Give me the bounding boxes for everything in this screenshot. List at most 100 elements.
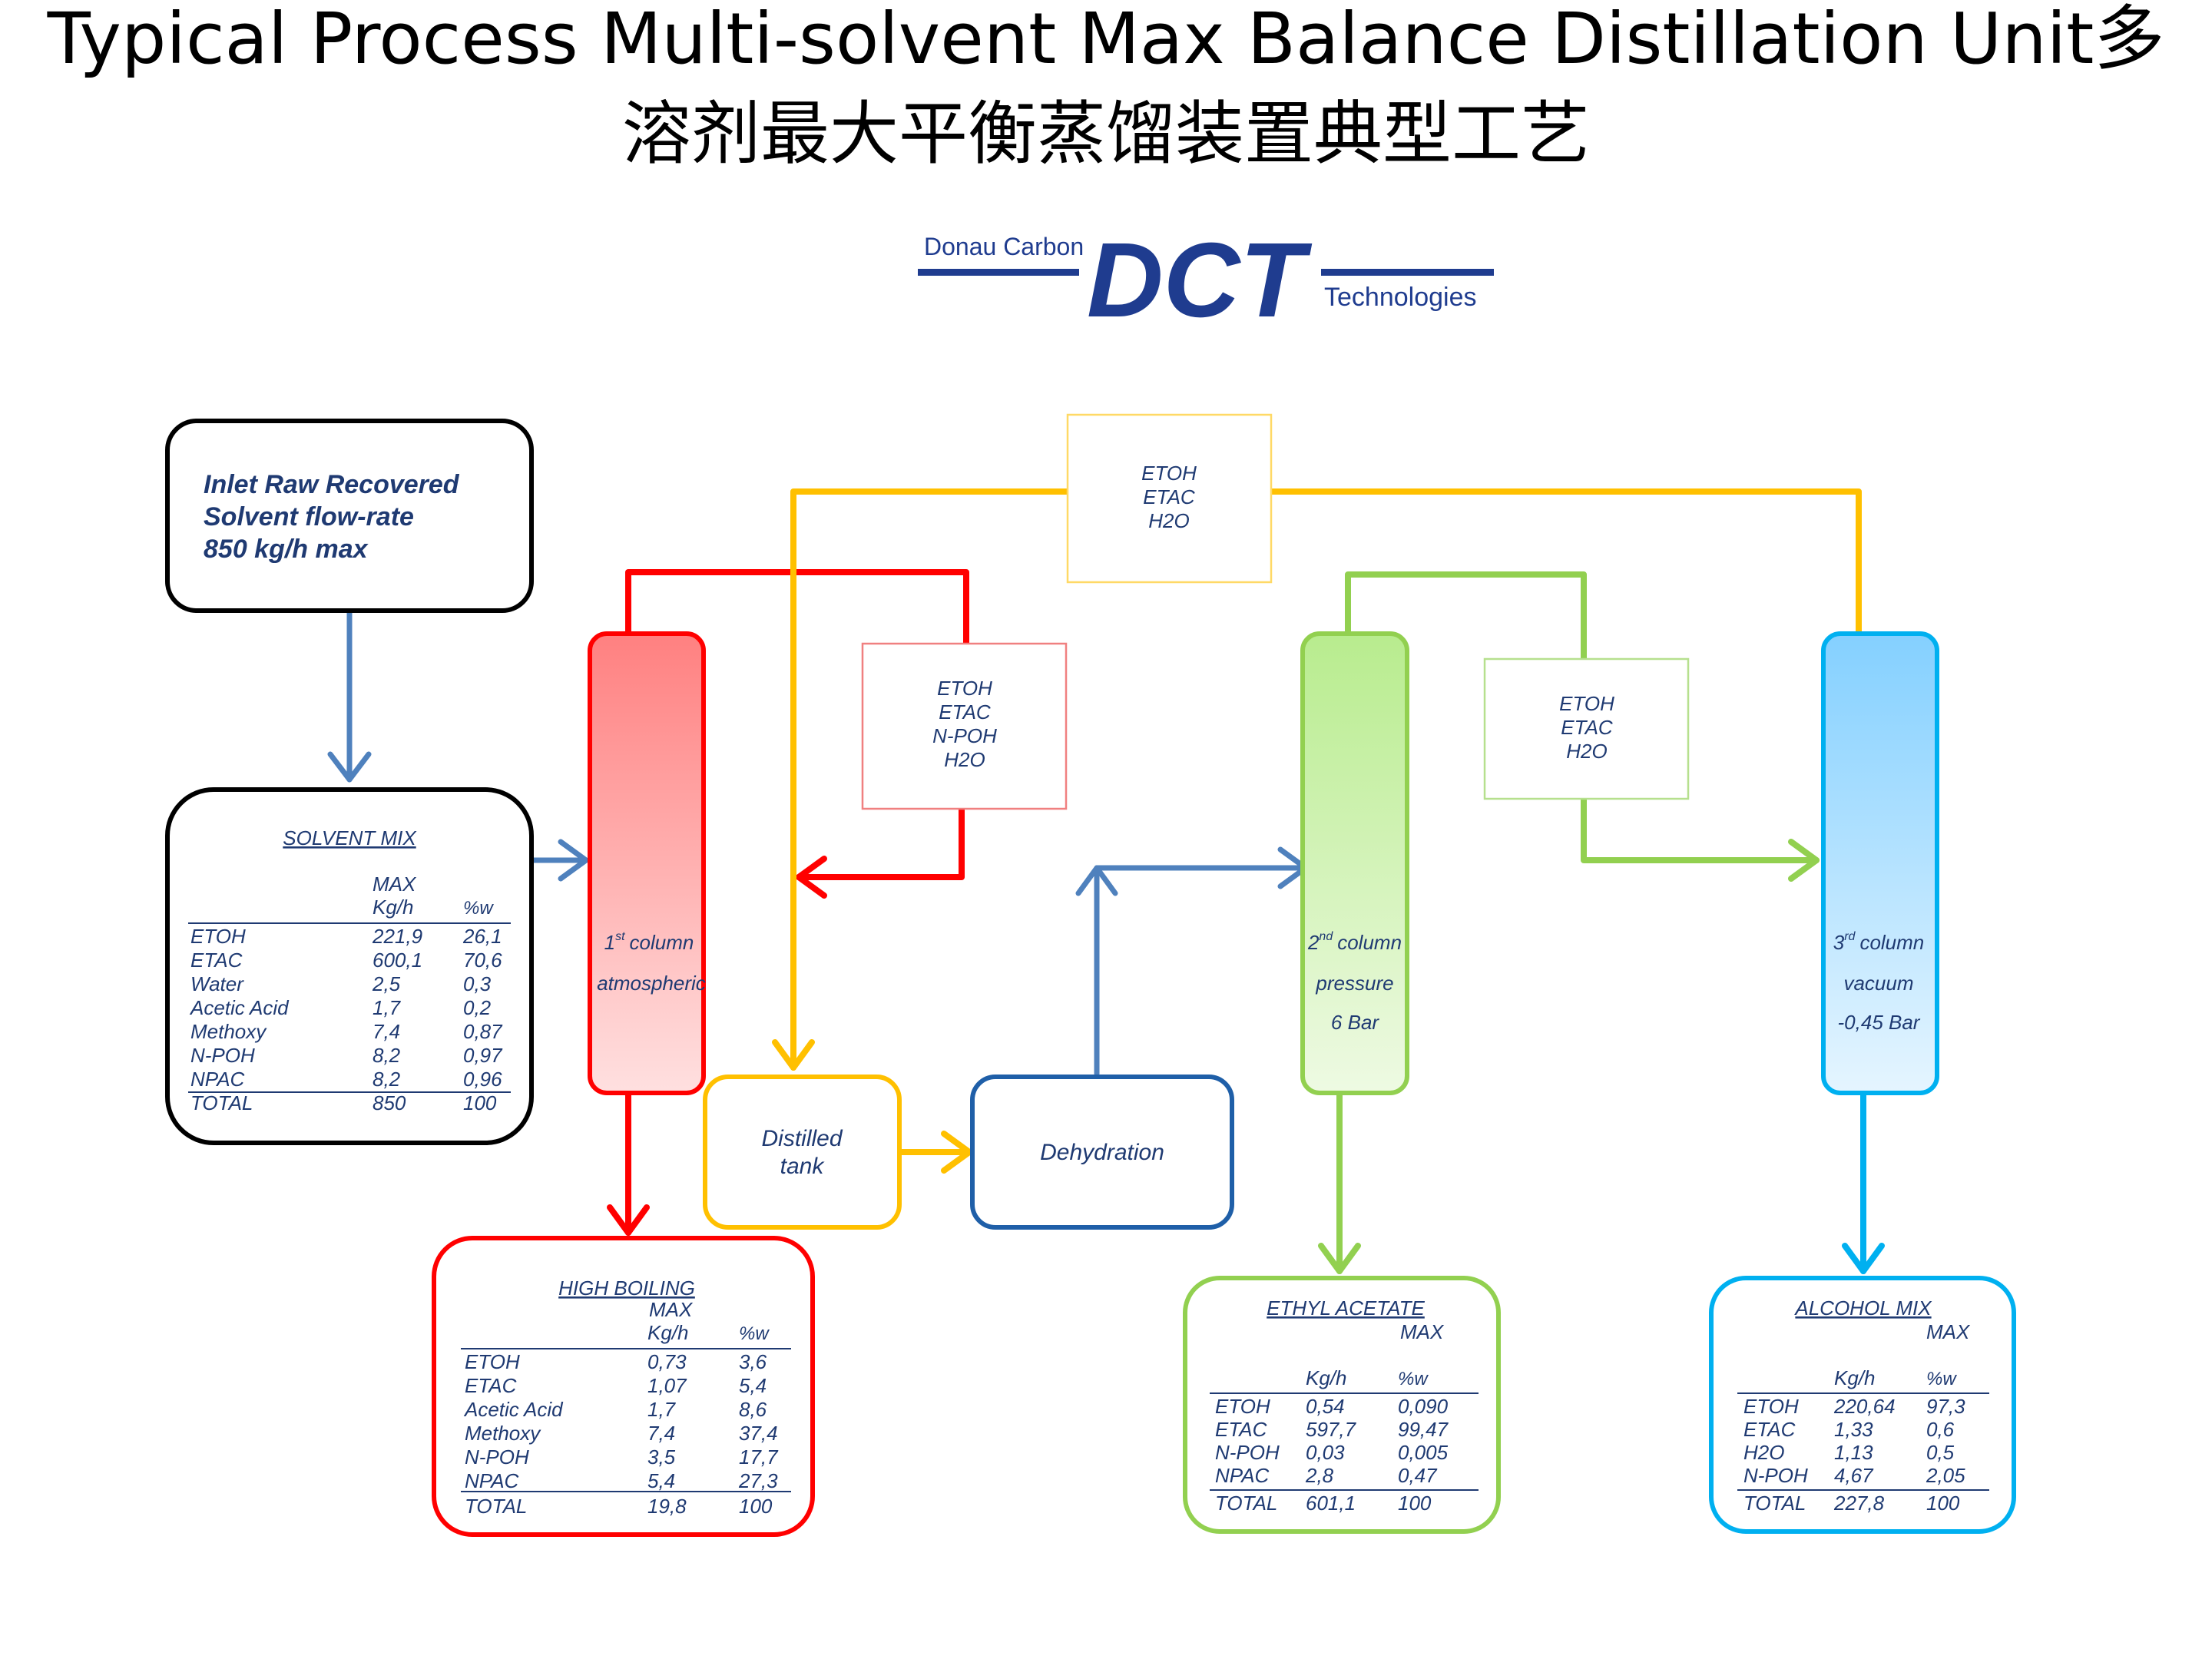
table-cell-pw: 0,3 [463, 972, 492, 995]
distilled-tank: Distilled tank [703, 1075, 902, 1230]
table-cell-kg: 600,1 [373, 949, 422, 972]
table-cell-pw: 0,96 [463, 1068, 502, 1091]
dct-logo: Donau Carbon DCT Technologies [918, 221, 1494, 339]
column-1-type: atmospheric [597, 972, 706, 995]
table-cell-pw: 8,6 [739, 1398, 767, 1421]
flow-inlet-to-mix [327, 608, 372, 783]
table-cell-kg: 1,33 [1834, 1418, 1873, 1441]
table-cell-name: Water [190, 972, 244, 995]
logo-bar-right [1321, 269, 1494, 276]
table-cell-name: NPAC [1215, 1464, 1270, 1487]
table-cell-kg: 597,7 [1306, 1418, 1357, 1441]
alcohol-mix-kgh-header: Kg/h [1834, 1366, 1876, 1389]
inlet-box: Inlet Raw Recovered Solvent flow-rate 85… [165, 419, 534, 613]
solvent-mix-total-name: TOTAL [190, 1091, 253, 1114]
table-cell-kg: 8,2 [373, 1044, 401, 1067]
table-cell-pw: 2,05 [1926, 1464, 1965, 1487]
logo-main-text: DCT [1087, 221, 1312, 339]
flow-dehydration-to-column2 [1075, 846, 1309, 1077]
table-cell-pw: 0,2 [463, 996, 492, 1019]
solvent-mix-total-kg: 850 [373, 1091, 406, 1114]
ethyl-acetate-pw-header: %w [1398, 1369, 1429, 1389]
table-cell-kg: 7,4 [373, 1020, 400, 1043]
table-cell-pw: 27,3 [738, 1469, 778, 1492]
column-2-distillate-box: ETOH ETAC H2O [1483, 657, 1690, 800]
flow-column1-reflux [625, 569, 969, 899]
table-cell-name: ETOH [190, 925, 246, 948]
table-cell-kg: 8,2 [373, 1068, 401, 1091]
logo-bottom-text: Technologies [1324, 283, 1476, 312]
table-cell-name: ETAC [1215, 1418, 1267, 1441]
table-cell-pw: 3,6 [739, 1350, 767, 1373]
flow-tank-to-dehydration [896, 1131, 972, 1174]
solvent-mix-title: SOLVENT MIX [283, 826, 417, 849]
high-boiling-kgh-header: Kg/h [647, 1321, 689, 1344]
red-box-line2: ETAC [939, 700, 991, 724]
column-2-number: 2 [1307, 931, 1320, 954]
table-cell-kg: 1,7 [647, 1398, 677, 1421]
high-boiling-total-pw: 100 [739, 1495, 773, 1518]
column-1-sup: st [615, 930, 625, 943]
table-cell-name: NPAC [190, 1068, 245, 1091]
ethyl-acetate-total-kg: 601,1 [1306, 1492, 1356, 1515]
page-title-line1: Typical Process Multi-solvent Max Balanc… [47, 0, 2165, 80]
alcohol-mix-total-pw: 100 [1926, 1492, 1960, 1515]
red-box-line4: H2O [944, 748, 985, 771]
table-cell-pw: 0,6 [1926, 1418, 1955, 1441]
alcohol-mix-total-kg: 227,8 [1833, 1492, 1885, 1515]
column-2-sup: nd [1319, 930, 1333, 943]
table-cell-name: N-POH [190, 1044, 255, 1067]
table-cell-name: N-POH [465, 1445, 529, 1469]
ethyl-acetate-total-pw: 100 [1398, 1492, 1432, 1515]
flow-column3-to-alcohol-mix [1842, 1088, 1885, 1274]
inlet-line2: Solvent flow-rate [204, 502, 414, 531]
alcohol-mix-total-name: TOTAL [1743, 1492, 1806, 1515]
inlet-line1: Inlet Raw Recovered [204, 470, 460, 499]
table-cell-name: Methoxy [190, 1020, 267, 1043]
flow-recycle-to-distilled-tank [772, 488, 1862, 1071]
table-cell-kg: 220,64 [1833, 1395, 1896, 1418]
ethyl-acetate-max-header: MAX [1400, 1320, 1445, 1343]
column-3-type: vacuum [1843, 972, 1913, 995]
column-1-number: 1 [604, 931, 615, 954]
flow-column2-to-ethyl-acetate [1318, 1088, 1361, 1274]
solvent-mix-total-pw: 100 [463, 1091, 497, 1114]
table-cell-kg: 5,4 [647, 1469, 675, 1492]
ethyl-acetate-title: ETHYL ACETATE [1267, 1296, 1425, 1320]
table-cell-pw: 0,87 [463, 1020, 503, 1043]
table-cell-kg: 221,9 [372, 925, 422, 948]
table-cell-kg: 4,67 [1834, 1464, 1874, 1487]
table-cell-name: ETOH [465, 1350, 520, 1373]
table-cell-kg: 2,5 [372, 972, 401, 995]
table-cell-name: Methoxy [465, 1422, 541, 1445]
table-cell-pw: 26,1 [462, 925, 502, 948]
flow-column1-to-high-boiling [607, 1088, 650, 1236]
table-cell-name: H2O [1743, 1441, 1784, 1464]
alcohol-mix-pw-header: %w [1926, 1369, 1957, 1389]
table-cell-kg: 7,4 [647, 1422, 675, 1445]
logo-bar-left [918, 269, 1079, 276]
high-boiling-pw-header: %w [739, 1323, 770, 1344]
table-cell-name: N-POH [1215, 1441, 1280, 1464]
solvent-mix-kgh-header: Kg/h [373, 896, 414, 919]
column-2-pressure: 6 Bar [1331, 1011, 1379, 1034]
table-cell-pw: 97,3 [1926, 1395, 1965, 1418]
distilled-tank-line2: tank [780, 1154, 826, 1179]
table-cell-kg: 0,03 [1306, 1441, 1345, 1464]
page-title-line2: 溶剂最大平衡蒸馏装置典型工艺 [622, 94, 1590, 174]
green-box-line2: ETAC [1561, 716, 1613, 739]
table-cell-name: NPAC [465, 1469, 519, 1492]
red-box-line3: N-POH [932, 724, 997, 747]
table-cell-kg: 0,54 [1306, 1395, 1345, 1418]
top-box-line2: ETAC [1143, 485, 1195, 508]
top-box-line3: H2O [1148, 509, 1189, 532]
